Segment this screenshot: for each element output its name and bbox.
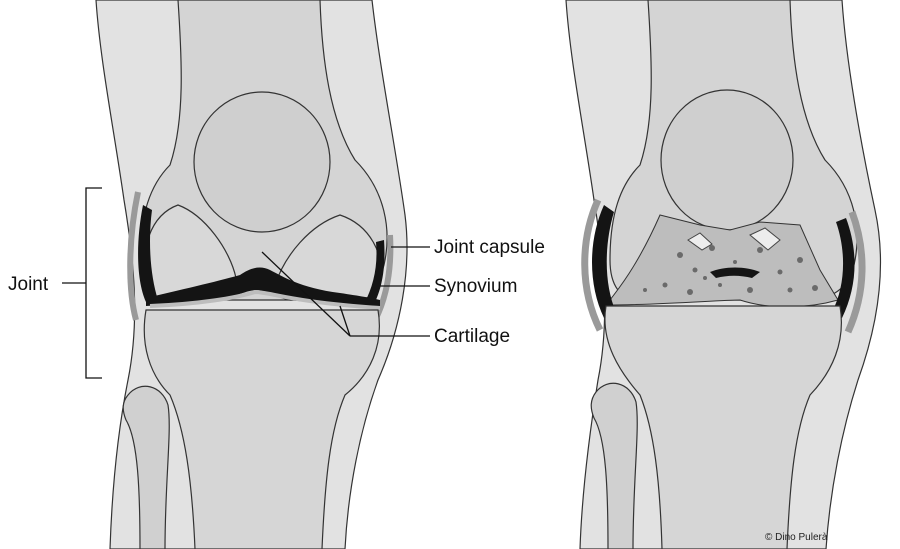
arthritic-patella [661, 90, 793, 230]
artist-credit: © Dino Pulerà [765, 532, 828, 543]
label-joint-capsule: Joint capsule [434, 237, 545, 258]
arthritic-knee [566, 0, 880, 549]
label-synovium: Synovium [434, 276, 517, 297]
healthy-knee [96, 0, 407, 549]
label-joint: Joint [8, 274, 49, 295]
joint-bracket [62, 188, 102, 378]
healthy-patella [194, 92, 330, 232]
label-cartilage: Cartilage [434, 326, 510, 347]
